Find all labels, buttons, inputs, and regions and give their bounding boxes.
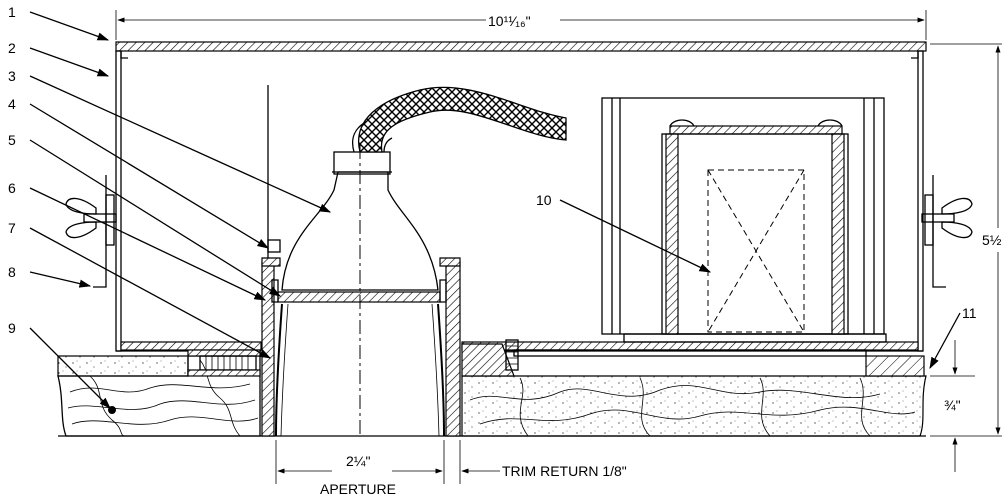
- dim-trim-return: TRIM RETURN 1/8": [502, 463, 627, 479]
- dim-ceiling-thickness: ¾": [944, 397, 961, 413]
- callout-9: 9: [8, 320, 16, 336]
- callout-leaders: [29, 11, 961, 409]
- ceiling-concrete-right: [461, 375, 927, 437]
- callout-5: 5: [8, 132, 16, 148]
- callout-2: 2: [8, 40, 16, 56]
- ceiling-plaster-left: [57, 355, 189, 377]
- right-mounting-clip: [921, 175, 973, 288]
- trim-assembly: [261, 257, 461, 437]
- callout-10: 10: [536, 192, 552, 208]
- callout-8: 8: [8, 264, 16, 280]
- housing-right-wall: [917, 50, 924, 352]
- dim-overall-height: 5½: [982, 232, 1002, 248]
- callout-1: 1: [8, 4, 16, 20]
- bottom-plate-right: [461, 341, 919, 351]
- callout-4: 4: [8, 96, 16, 112]
- housing-left-wall: [115, 50, 122, 352]
- lamp-base: [333, 151, 391, 175]
- dim-aperture-label: APERTURE: [320, 481, 396, 497]
- trim-right: [445, 261, 461, 437]
- reflector-cone: [275, 303, 283, 437]
- callout-11: 11: [962, 305, 977, 321]
- callout-7: 7: [8, 220, 16, 236]
- dim-aperture-size: 2¼": [346, 453, 370, 469]
- top-plate: [115, 41, 927, 52]
- transformer: [601, 97, 887, 343]
- transformer-core: [707, 169, 805, 333]
- callout-3: 3: [8, 68, 16, 84]
- bottom-plate-left: [120, 341, 262, 351]
- lamp: [267, 85, 567, 291]
- ceiling-wood-block-right: [865, 355, 925, 377]
- power-cable: [358, 86, 567, 153]
- ceiling-section: [57, 339, 927, 437]
- lamp-plate: [277, 291, 441, 303]
- dim-overall-width: 10¹¹⁄₁₆": [488, 13, 531, 29]
- dimension-lines: [115, 10, 1002, 484]
- wing-nut-right: [941, 197, 973, 239]
- callout-6: 6: [8, 180, 16, 196]
- left-mounting-clip: [65, 175, 117, 288]
